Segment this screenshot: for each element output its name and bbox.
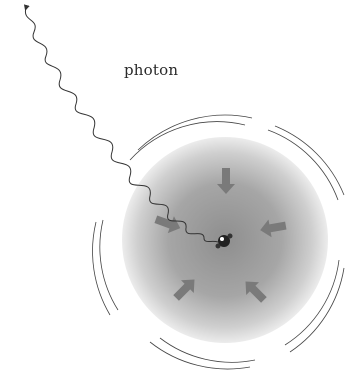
photon-label: photon bbox=[124, 61, 178, 79]
